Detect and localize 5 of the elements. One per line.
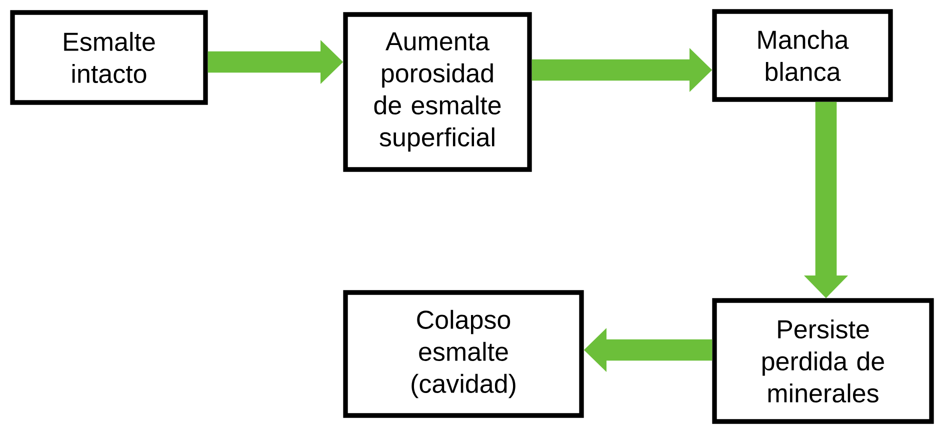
process-box: Esmalte intacto — [10, 10, 208, 105]
process-box: Persiste perdida de minerales — [712, 298, 934, 424]
process-box: Mancha blanca — [712, 9, 893, 102]
process-box: Colapso esmalte (cavidad) — [343, 290, 584, 418]
process-box: Aumenta porosidad de esmalte superficial — [343, 12, 532, 172]
